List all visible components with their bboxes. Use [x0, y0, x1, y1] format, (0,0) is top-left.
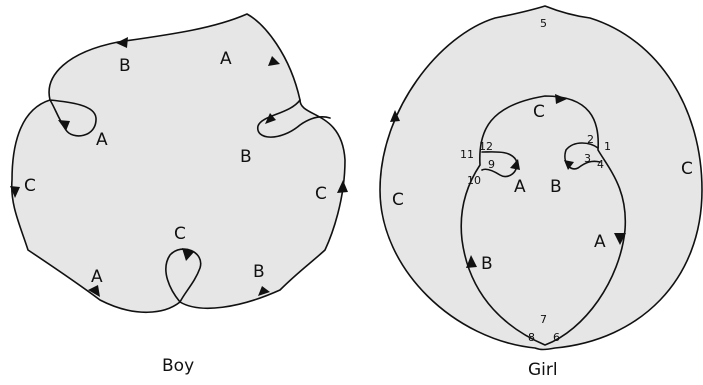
girl-label-loop-b: B: [550, 177, 562, 197]
girl-outer-region: [380, 6, 702, 350]
boy-arrow-right-loop: [265, 113, 276, 124]
boy-arrow-right: [337, 180, 348, 193]
boy-arrow-bottom-left: [88, 285, 100, 297]
boy-label-right-b: B: [240, 147, 252, 167]
girl-arrow-lower-a: [614, 233, 626, 245]
boy-label-top-a: A: [220, 49, 232, 69]
girl-num-4: 4: [597, 158, 604, 171]
boy-boundary-curve: [10, 13, 346, 314]
boy-bottom-loop: [165, 248, 202, 303]
girl-arrow-left-loop: [510, 159, 520, 170]
girl-num-9: 9: [488, 158, 495, 171]
girl-num-5: 5: [540, 17, 547, 30]
boy-label-bottom-c: C: [174, 224, 186, 244]
girl-num-3: 3: [584, 152, 591, 165]
girl-num-12: 12: [479, 140, 493, 153]
boy-arrow-bottom-right: [258, 286, 270, 296]
girl-num-8: 8: [528, 331, 535, 344]
girl-num-2: 2: [587, 133, 594, 146]
girl-label-inner-c: C: [533, 102, 545, 122]
boy-arrow-top: [116, 37, 128, 48]
boy-arrow-left: [10, 186, 20, 198]
girl-arrow-outer-left: [390, 110, 400, 122]
boy-arrow-top-right: [268, 56, 280, 66]
girl-label-outer-right-c: C: [681, 159, 693, 179]
girl-label-lower-b: B: [481, 254, 493, 274]
girl-label-loop-a: A: [514, 177, 526, 197]
girl-num-7: 7: [540, 313, 547, 326]
boy-arrow-bottom-loop: [182, 248, 194, 261]
girl-num-10: 10: [467, 174, 481, 187]
girl-arrow-right-loop: [564, 160, 574, 170]
girl-label-lower-a: A: [594, 232, 606, 252]
boy-diagram: B A A B C C C A B Boy: [10, 13, 348, 376]
boy-caption: Boy: [162, 356, 194, 376]
boy-label-left-a: A: [96, 130, 108, 150]
boy-right-loop: [257, 99, 331, 138]
girl-arrow-lower-b: [466, 255, 477, 268]
boy-label-left-c: C: [24, 176, 36, 196]
boy-left-loop: [49, 99, 97, 137]
girl-diagram: C C C A B A B 1 2 3 4 5 6 7 8 9 10 11 12…: [379, 5, 703, 380]
girl-outer-curve: [379, 5, 703, 351]
girl-caption: Girl: [528, 360, 558, 380]
boy-label-bottom-b: B: [253, 262, 265, 282]
girl-num-1: 1: [604, 140, 611, 153]
girl-label-outer-left-c: C: [392, 190, 404, 210]
boy-arrow-left-loop: [58, 120, 70, 131]
girl-inner-curve: [460, 95, 627, 346]
girl-left-loop: [481, 151, 518, 178]
boy-label-right-c: C: [315, 184, 327, 204]
boy-region: [11, 14, 345, 313]
girl-num-6: 6: [553, 331, 560, 344]
girl-arrow-inner-top: [555, 94, 567, 104]
boy-label-top-b: B: [119, 56, 131, 76]
girl-num-11: 11: [460, 148, 474, 161]
boy-label-bottom-a: A: [91, 267, 103, 287]
